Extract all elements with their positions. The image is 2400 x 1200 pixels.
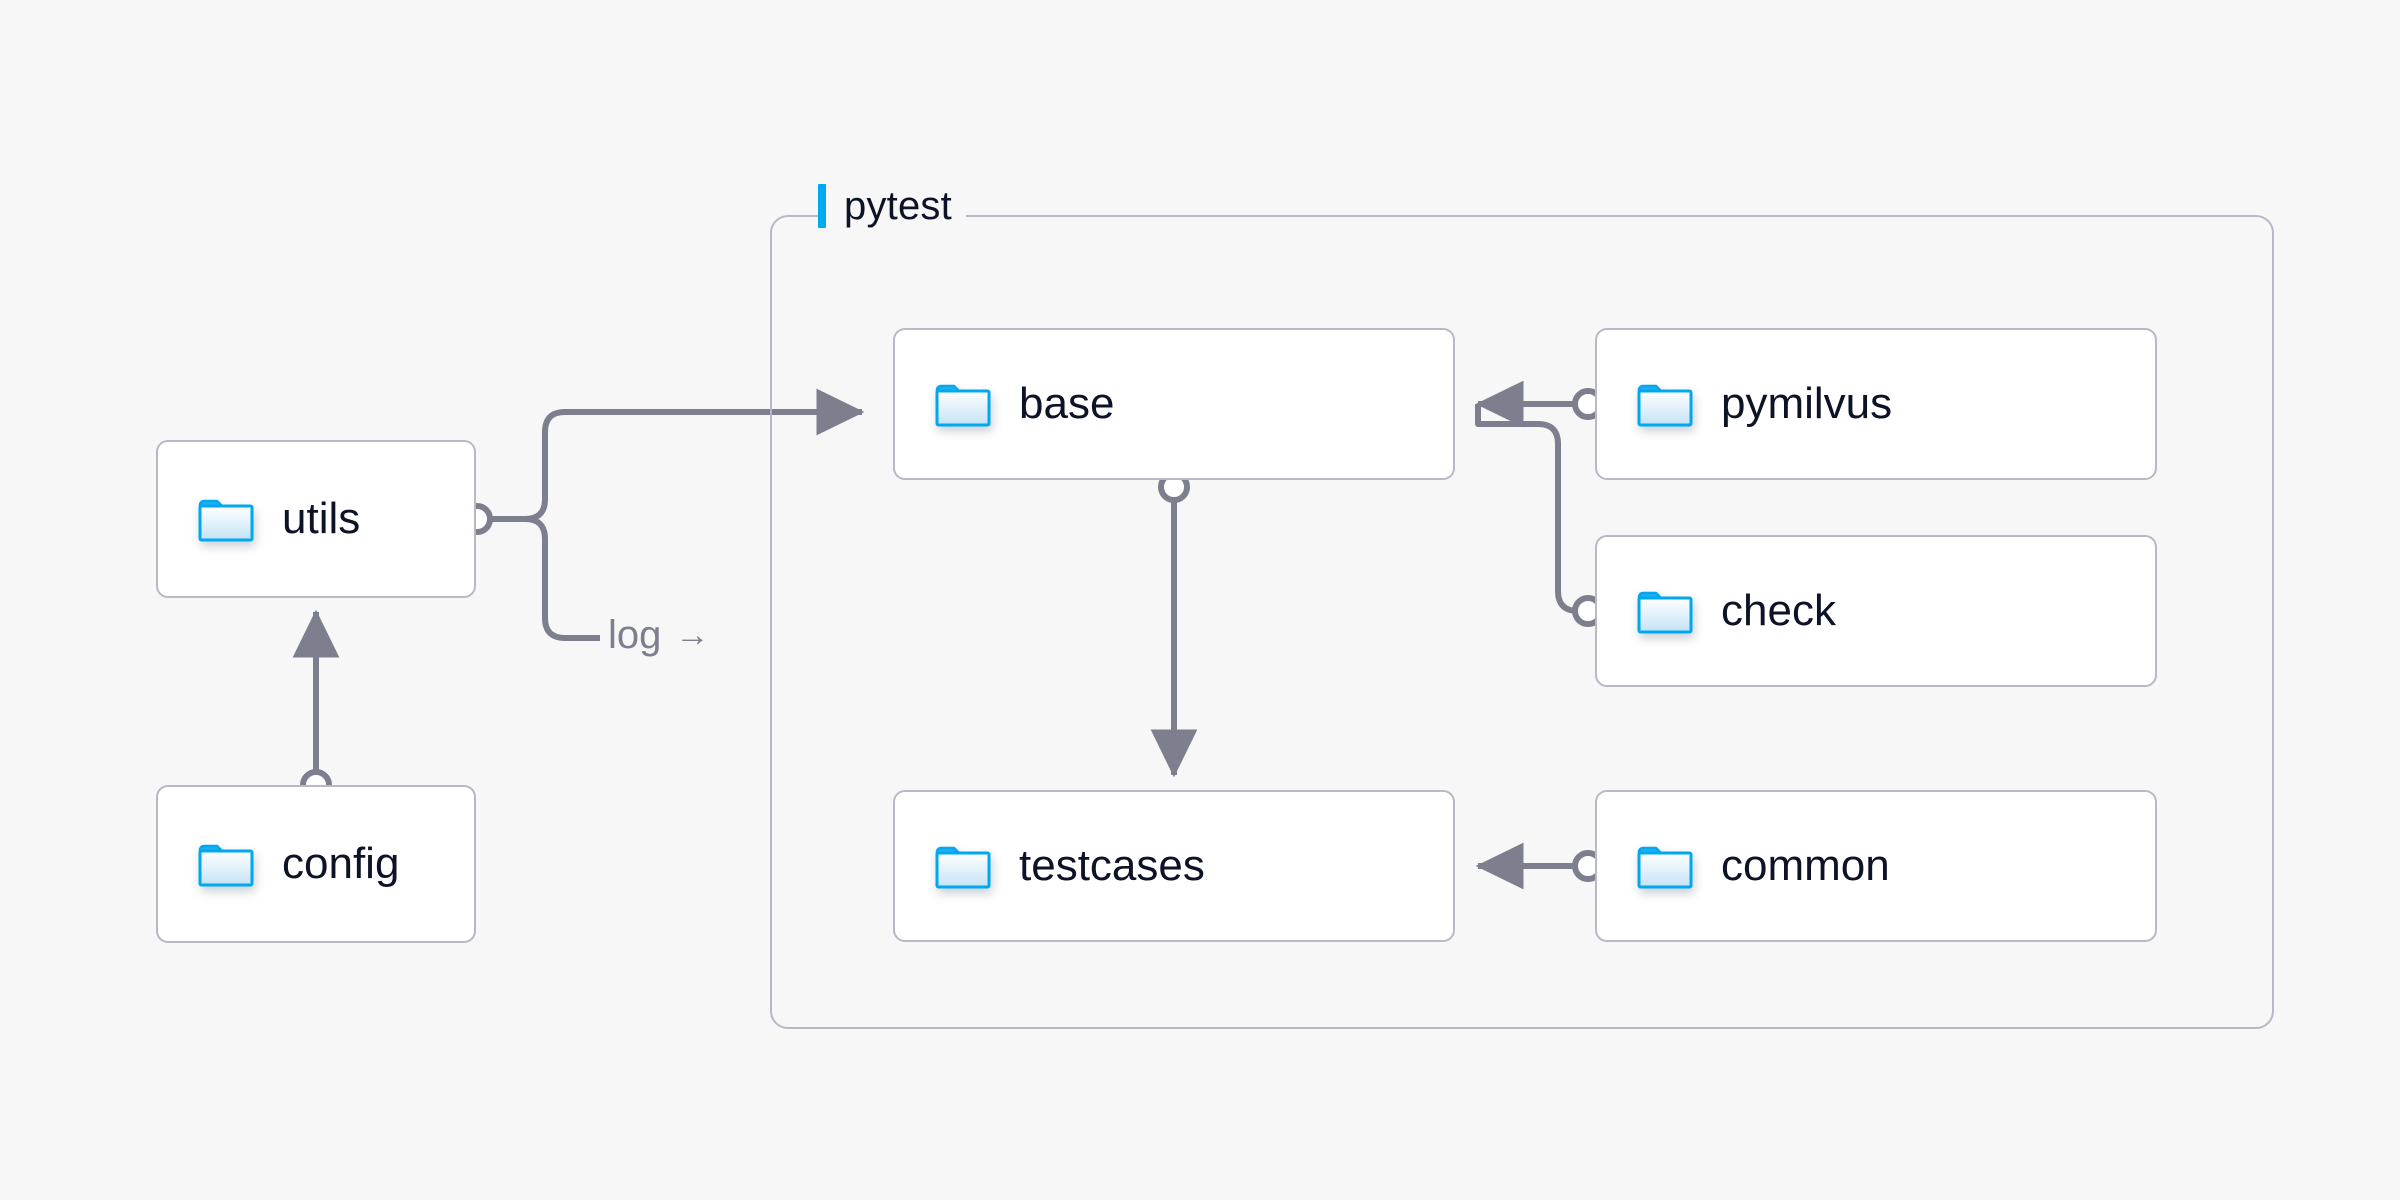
node-label-base: base: [1019, 379, 1115, 428]
folder-icon: [198, 841, 254, 887]
folder-icon: [198, 496, 254, 542]
node-label-pymilvus: pymilvus: [1721, 379, 1893, 428]
node-label-check: check: [1721, 586, 1836, 635]
folder-icon: [935, 843, 991, 889]
pytest-group-label: pytest: [818, 184, 966, 228]
arrow-right-icon: →: [675, 616, 710, 654]
group-accent-bar: [818, 184, 826, 228]
node-utils[interactable]: utils: [156, 440, 476, 598]
edge-label-log: log →: [608, 615, 709, 655]
folder-icon: [1637, 588, 1693, 634]
pytest-group-container: [770, 215, 2274, 1029]
node-label-testcases: testcases: [1019, 841, 1205, 890]
node-testcases[interactable]: testcases: [893, 790, 1455, 942]
node-common[interactable]: common: [1595, 790, 2157, 942]
node-pymilvus[interactable]: pymilvus: [1595, 328, 2157, 480]
node-config[interactable]: config: [156, 785, 476, 943]
node-base[interactable]: base: [893, 328, 1455, 480]
node-label-config: config: [282, 839, 400, 888]
node-label-common: common: [1721, 841, 1890, 890]
edge-utils-to-log: [524, 516, 600, 641]
folder-icon: [935, 381, 991, 427]
folder-icon: [1637, 381, 1693, 427]
node-check[interactable]: check: [1595, 535, 2157, 687]
edge-label-log-text: log: [608, 613, 662, 657]
group-title-text: pytest: [844, 184, 952, 228]
folder-icon: [1637, 843, 1693, 889]
node-label-utils: utils: [282, 494, 361, 543]
